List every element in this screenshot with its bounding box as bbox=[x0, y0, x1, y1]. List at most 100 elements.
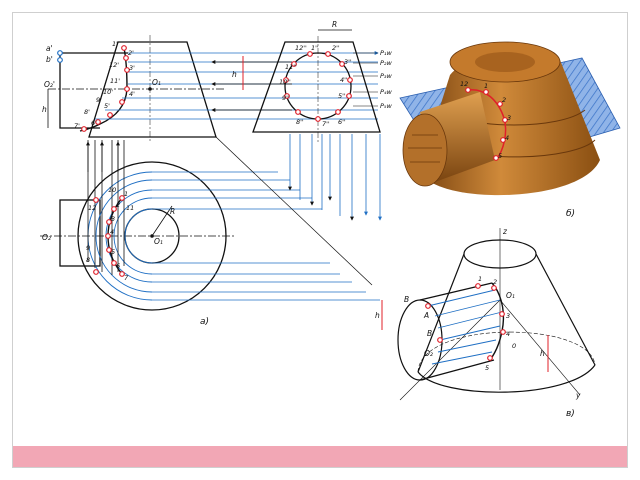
iso-point-A bbox=[425, 303, 431, 309]
side-point-6 bbox=[335, 109, 341, 115]
label-h-front: h bbox=[42, 105, 47, 114]
side-point-8 bbox=[295, 109, 301, 115]
label-P2w: P₂w bbox=[380, 59, 393, 67]
iso-labels: z y B A B O₁ O₂ 1 2 3 4 5 0 h h в) bbox=[375, 227, 581, 419]
front-intersection-curve bbox=[79, 47, 128, 132]
side-point-11 bbox=[291, 61, 297, 67]
photo-cylinder-grain bbox=[408, 134, 442, 163]
iso-intersection-curve bbox=[489, 282, 505, 361]
plan-point-6 bbox=[111, 260, 117, 266]
plan-point-9 bbox=[93, 269, 99, 275]
label-2pp: 2'' bbox=[332, 44, 340, 52]
label-photo-4: 4 bbox=[505, 134, 509, 142]
label-sub-v: в) bbox=[566, 409, 575, 419]
front-point-4 bbox=[124, 86, 130, 92]
vertical-arrows bbox=[86, 141, 120, 172]
label-photo-12: 12 bbox=[460, 80, 468, 88]
label-6p: 6' bbox=[91, 119, 97, 127]
iso-point-2 bbox=[491, 285, 497, 291]
plan-labels: O₂ O₁ R 1 2 3 4 5 6 7 8 9 10 11 12 а) bbox=[42, 186, 209, 327]
photo-point-12 bbox=[465, 87, 471, 93]
label-R-plan: R bbox=[170, 207, 175, 216]
label-photo-5: 5 bbox=[498, 152, 502, 160]
label-photo-3: 3 bbox=[507, 114, 511, 122]
label-12p: 12' bbox=[109, 61, 119, 69]
label-iso-z: z bbox=[502, 227, 508, 236]
side-plane-lines bbox=[353, 52, 378, 107]
photo-point-5 bbox=[493, 155, 499, 161]
label-O2-plan: O₂ bbox=[42, 233, 51, 242]
side-point-10 bbox=[283, 77, 289, 83]
label-1pp: 1'' bbox=[311, 44, 319, 52]
bottom-accent-band bbox=[13, 446, 627, 467]
photo-labels: 12 1 2 3 4 5 б) bbox=[460, 80, 575, 219]
label-iso-O2: O₂ bbox=[424, 349, 433, 358]
photo-model bbox=[399, 41, 621, 196]
diagonal-construction-line bbox=[215, 136, 373, 286]
iso-point-3 bbox=[499, 311, 505, 317]
label-sub-a: а) bbox=[200, 317, 209, 327]
label-plan-11: 11 bbox=[126, 204, 134, 212]
front-center-O1 bbox=[148, 87, 152, 91]
front-to-side-projection-lines bbox=[95, 51, 379, 120]
photo-cone-inner bbox=[475, 52, 535, 72]
plan-point-8 bbox=[93, 197, 99, 203]
label-iso-2: 2 bbox=[493, 278, 497, 286]
label-sub-b: б) bbox=[566, 209, 575, 219]
isometric-view bbox=[381, 228, 596, 401]
label-R-side: R bbox=[332, 20, 337, 29]
iso-point-1 bbox=[475, 283, 481, 289]
side-labels: R h 1'' 2'' 3'' 4'' 5'' 6'' 7'' 8'' 9'' … bbox=[232, 20, 393, 128]
photo-point-2 bbox=[497, 101, 503, 107]
label-9p: 9' bbox=[96, 96, 102, 104]
plan-point-1 bbox=[119, 195, 125, 201]
side-point-7 bbox=[315, 116, 321, 122]
label-P5w: P₅w bbox=[380, 102, 393, 110]
label-iso-O1: O₁ bbox=[506, 291, 515, 300]
label-iso-y: y bbox=[575, 391, 581, 400]
plan-R-line bbox=[151, 205, 173, 237]
front-point-1 bbox=[121, 45, 127, 51]
front-point-6 bbox=[107, 112, 113, 118]
side-point-9 bbox=[284, 93, 290, 99]
label-iso-0: 0 bbox=[512, 342, 516, 350]
iso-point-5 bbox=[487, 355, 493, 361]
label-4pp: 4'' bbox=[340, 76, 348, 84]
slide-frame bbox=[12, 12, 628, 468]
plan-point-7 bbox=[119, 271, 125, 277]
label-P1w: P₁w bbox=[380, 49, 393, 57]
label-photo-1: 1 bbox=[484, 82, 488, 90]
label-11p: 11' bbox=[110, 77, 120, 85]
label-10pp: 10'' bbox=[279, 78, 291, 86]
label-8p: 8' bbox=[84, 108, 90, 116]
label-7p: 7' bbox=[74, 122, 80, 130]
front-point-2 bbox=[123, 55, 129, 61]
side-point-5 bbox=[346, 93, 352, 99]
label-b: b' bbox=[46, 55, 53, 64]
iso-cylinder-generators bbox=[427, 289, 503, 365]
intersection-points bbox=[81, 45, 508, 361]
side-point-4 bbox=[347, 77, 353, 83]
front-labels: a' b' O₂' O₁ h 1' 2' 3' 4' 5' 6' 7' 8' 9… bbox=[42, 40, 161, 130]
label-12pp: 12'' bbox=[295, 44, 307, 52]
label-5p: 5' bbox=[104, 102, 110, 110]
iso-cone-sides bbox=[417, 253, 596, 373]
iso-y-axis bbox=[499, 299, 581, 396]
label-4p: 4' bbox=[129, 90, 135, 98]
label-plan-8: 8 bbox=[86, 256, 90, 264]
label-plan-9: 9 bbox=[86, 244, 90, 252]
label-iso-3: 3 bbox=[506, 312, 510, 320]
front-point-5 bbox=[119, 99, 125, 105]
side-cone-outline bbox=[252, 41, 381, 133]
front-point-b bbox=[57, 57, 63, 63]
side-view bbox=[242, 29, 381, 142]
plan-point-2 bbox=[111, 206, 117, 212]
photo-cylinder-end bbox=[402, 113, 448, 187]
front-point-7 bbox=[95, 119, 101, 125]
photo-point-3 bbox=[502, 117, 508, 123]
label-1p: 1' bbox=[112, 40, 118, 48]
label-plan-10: 10 bbox=[108, 186, 116, 194]
label-iso-5: 5 bbox=[485, 364, 489, 372]
label-P4w: P₄w bbox=[380, 88, 393, 96]
label-plan-1: 1 bbox=[124, 190, 128, 198]
